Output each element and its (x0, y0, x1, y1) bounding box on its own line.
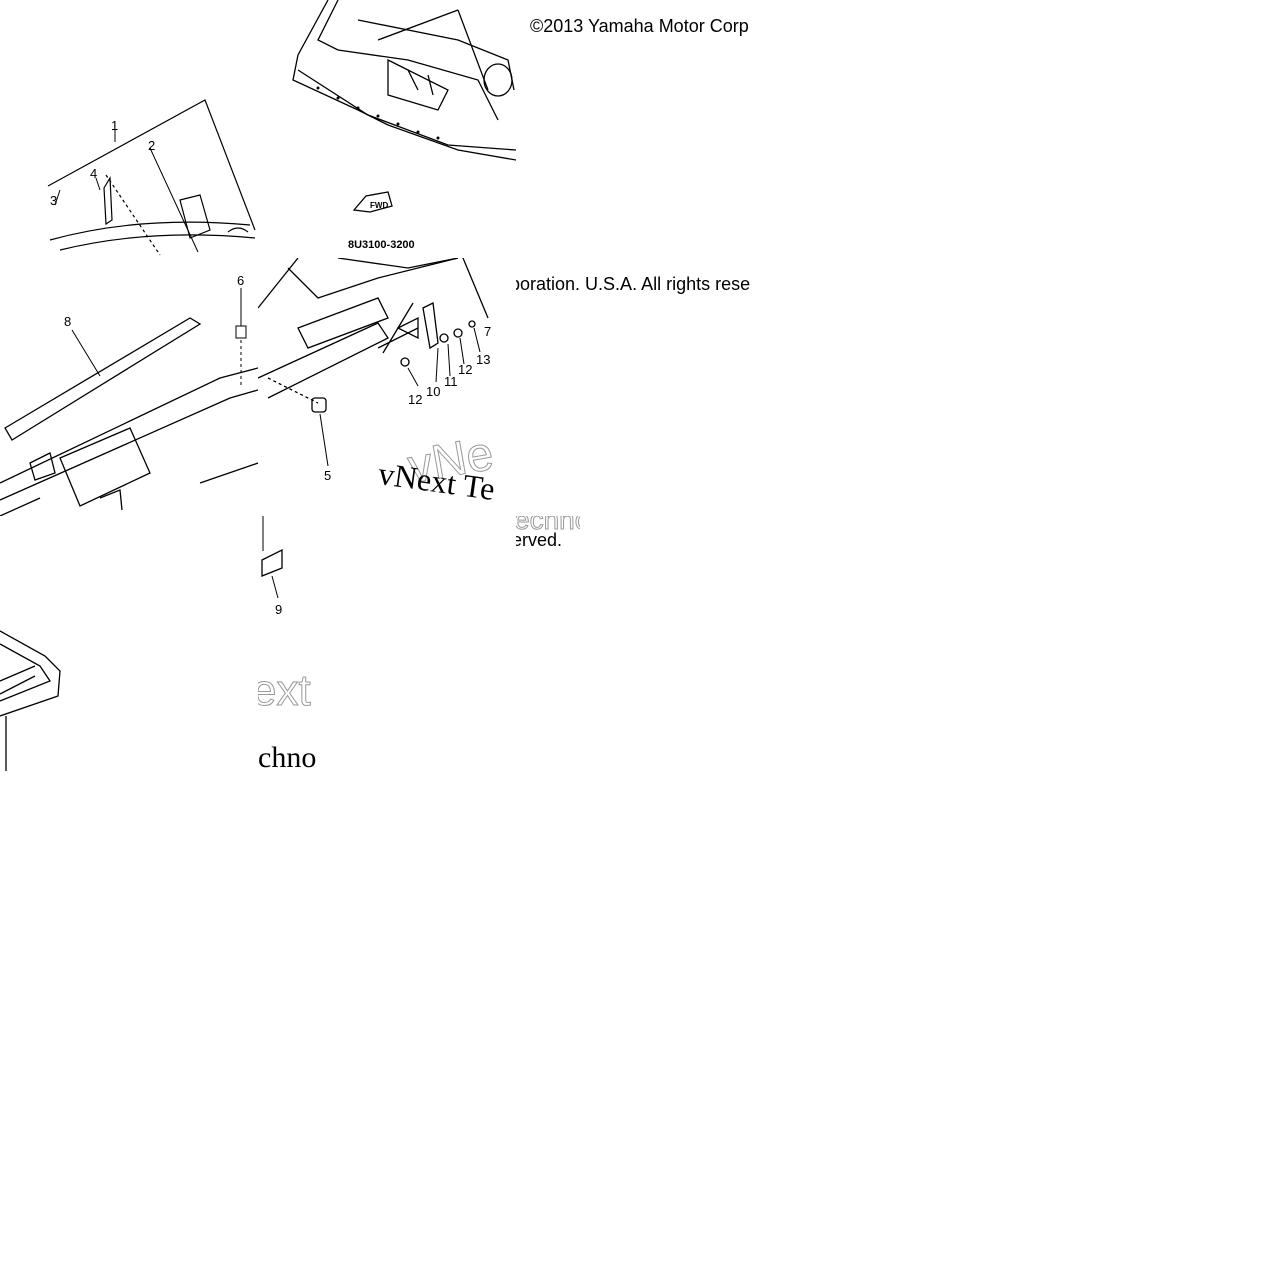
decal-drawing: 9 (261, 516, 283, 617)
callout-7: 7 (484, 324, 491, 339)
diagram-tile-copyright-bottom: echno erved. (516, 516, 580, 548)
diagram-tile-copyright-mid: poration. U.S.A. All rights rese (516, 258, 774, 516)
watermark-outline-b: ext (258, 666, 311, 716)
diagram-tile-side-rail: 6 8 (0, 258, 258, 516)
callout-4: 4 (90, 166, 97, 181)
fwd-arrow-label: FWD (370, 201, 388, 210)
callout-12a: 12 (458, 362, 472, 377)
diagram-tile-copyright-top: ©2013 Yamaha Motor Corp (516, 0, 774, 258)
fwd-arrow-icon: FWD (352, 191, 393, 213)
callout-9: 9 (275, 602, 282, 617)
callout-1: 1 (111, 118, 118, 133)
diagram-tile-decal: 9 ext chno (258, 516, 322, 774)
callout-2: 2 (148, 138, 155, 153)
callout-13: 13 (476, 352, 490, 367)
callout-11: 11 (444, 374, 458, 389)
copyright-line-3: erved. (516, 530, 563, 548)
callout-8: 8 (64, 314, 71, 329)
watermark-outline-d: echno (516, 516, 580, 536)
callout-12b: 12 (408, 392, 422, 407)
lower-hull-drawing (0, 630, 61, 771)
bracket-drawing: 5 7 10 11 12 12 13 (258, 258, 491, 483)
callout-6: 6 (237, 273, 244, 288)
hull-left-drawing: 1 2 3 4 (47, 99, 256, 256)
deck-drawing: FWD 8U3100-3200 (292, 0, 516, 251)
side-rail-drawing: 6 8 (0, 273, 258, 516)
part-code: 8U3100-3200 (348, 239, 415, 251)
diagram-tile-deck: FWD 8U3100-3200 (258, 0, 516, 258)
callout-5: 5 (324, 468, 331, 483)
copyright-line-2: poration. U.S.A. All rights rese (516, 274, 751, 294)
watermark-outline-c: chno (258, 741, 317, 774)
diagram-tile-hull-left: 1 2 3 4 (0, 0, 258, 258)
callout-3: 3 (50, 193, 57, 208)
copyright-line-1: ©2013 Yamaha Motor Corp (530, 16, 749, 36)
diagram-tile-lower-hull (0, 516, 258, 774)
diagram-tile-bracket: 5 7 10 11 12 12 13 vNe vNext Te (258, 258, 516, 516)
callout-10: 10 (426, 384, 440, 399)
